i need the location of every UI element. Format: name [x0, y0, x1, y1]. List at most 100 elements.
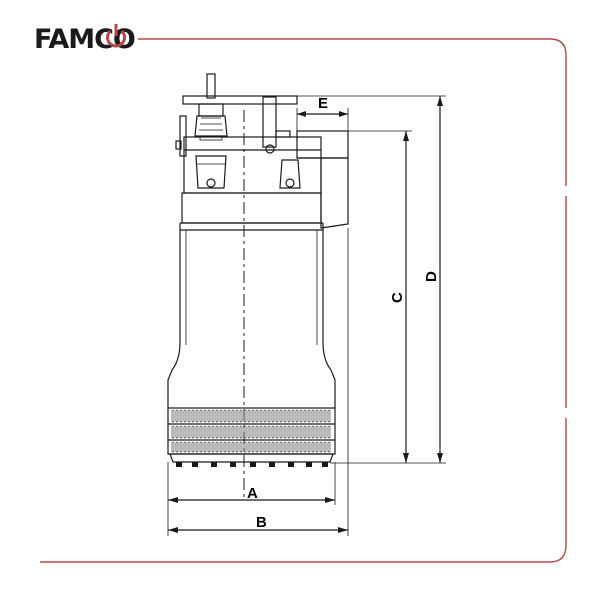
strainer-slot [223, 441, 227, 453]
strainer-slot [219, 409, 223, 423]
strainer-slot [271, 425, 275, 439]
strainer-slot [267, 441, 271, 453]
brand-logo: FAMCO [34, 24, 136, 55]
pump-foot [322, 462, 328, 467]
strainer-slot [211, 425, 215, 439]
strainer-slot [199, 441, 203, 453]
pump-left-bracket [175, 115, 187, 157]
strainer-slot [191, 409, 195, 423]
strainer-slot [279, 409, 283, 423]
pump-foot [230, 462, 236, 467]
strainer-slot [243, 441, 247, 453]
strainer-slot [279, 441, 283, 453]
strainer-slot [235, 409, 239, 423]
strainer-slot [175, 441, 179, 453]
dimension-a: A [168, 485, 335, 503]
pump-feet [169, 453, 334, 467]
strainer-slot [183, 441, 187, 453]
strainer-slot [303, 409, 307, 423]
dimension-lines: A B C D E [167, 95, 446, 536]
strainer-slot [307, 425, 311, 439]
strainer-slot [259, 441, 263, 453]
strainer-slot [183, 409, 187, 423]
strainer-slot [251, 409, 255, 423]
strainer-slot [291, 409, 295, 423]
strainer-slot [323, 409, 327, 423]
strainer-slot [323, 441, 327, 453]
strainer-slot [191, 425, 195, 439]
strainer-slots [171, 409, 331, 453]
strainer-slot [195, 441, 199, 453]
strainer-slot [239, 441, 243, 453]
strainer-slot [311, 441, 315, 453]
strainer-slot [323, 425, 327, 439]
pump-foot [288, 462, 294, 467]
strainer-slot [263, 409, 267, 423]
strainer-slot [267, 409, 271, 423]
strainer-slot [187, 409, 191, 423]
strainer-slot [203, 409, 207, 423]
strainer-slot [283, 409, 287, 423]
strainer-slot [259, 425, 263, 439]
strainer-slot [247, 409, 251, 423]
pump-outlet [296, 130, 349, 229]
pump-foot [250, 462, 256, 467]
dimension-e-label: E [318, 95, 328, 112]
strainer-slot [239, 425, 243, 439]
strainer-slot [271, 409, 275, 423]
strainer-slot [247, 425, 251, 439]
strainer-slot [247, 441, 251, 453]
strainer-slot [319, 409, 323, 423]
strainer-slot [215, 425, 219, 439]
strainer-slot [231, 409, 235, 423]
pump-drawing [167, 73, 349, 500]
strainer-slot [263, 425, 267, 439]
strainer-slot [315, 409, 319, 423]
strainer-slot [299, 409, 303, 423]
strainer-slot [207, 441, 211, 453]
strainer-slot [187, 441, 191, 453]
strainer-slot [303, 441, 307, 453]
strainer-slot [179, 441, 183, 453]
strainer-slot [327, 425, 331, 439]
strainer-slot [203, 441, 207, 453]
strainer-slot [227, 425, 231, 439]
strainer-slot [171, 409, 175, 423]
strainer-slot [171, 425, 175, 439]
strainer-slot [295, 409, 299, 423]
strainer-slot [283, 441, 287, 453]
strainer-slot [303, 425, 307, 439]
strainer-slot [231, 441, 235, 453]
strainer-slot [215, 409, 219, 423]
strainer-slot [287, 409, 291, 423]
pump-foot [269, 462, 275, 467]
strainer-slot [199, 409, 203, 423]
dimension-b: B [168, 514, 348, 533]
strainer-slot [219, 441, 223, 453]
strainer-slot [223, 425, 227, 439]
strainer-slot [227, 441, 231, 453]
strainer-slot [215, 441, 219, 453]
dimension-c: C [389, 131, 409, 463]
strainer-slot [179, 409, 183, 423]
pump-right-bracket [262, 96, 291, 154]
strainer-slot [203, 425, 207, 439]
strainer-slot [287, 425, 291, 439]
brand-logo-text: FAMCO [34, 24, 135, 55]
strainer-slot [239, 409, 243, 423]
strainer-slot [307, 409, 311, 423]
strainer-slot [319, 425, 323, 439]
pump-foot [211, 462, 217, 467]
pump-flange [179, 192, 324, 231]
strainer-slot [299, 425, 303, 439]
strainer-slot [315, 441, 319, 453]
strainer-slot [207, 409, 211, 423]
strainer-slot [255, 425, 259, 439]
strainer-slot [195, 409, 199, 423]
strainer-slot [327, 441, 331, 453]
strainer-slot [195, 425, 199, 439]
pump-handle [182, 73, 298, 141]
pump-foot [306, 462, 312, 467]
strainer-slot [183, 425, 187, 439]
strainer-slot [191, 441, 195, 453]
